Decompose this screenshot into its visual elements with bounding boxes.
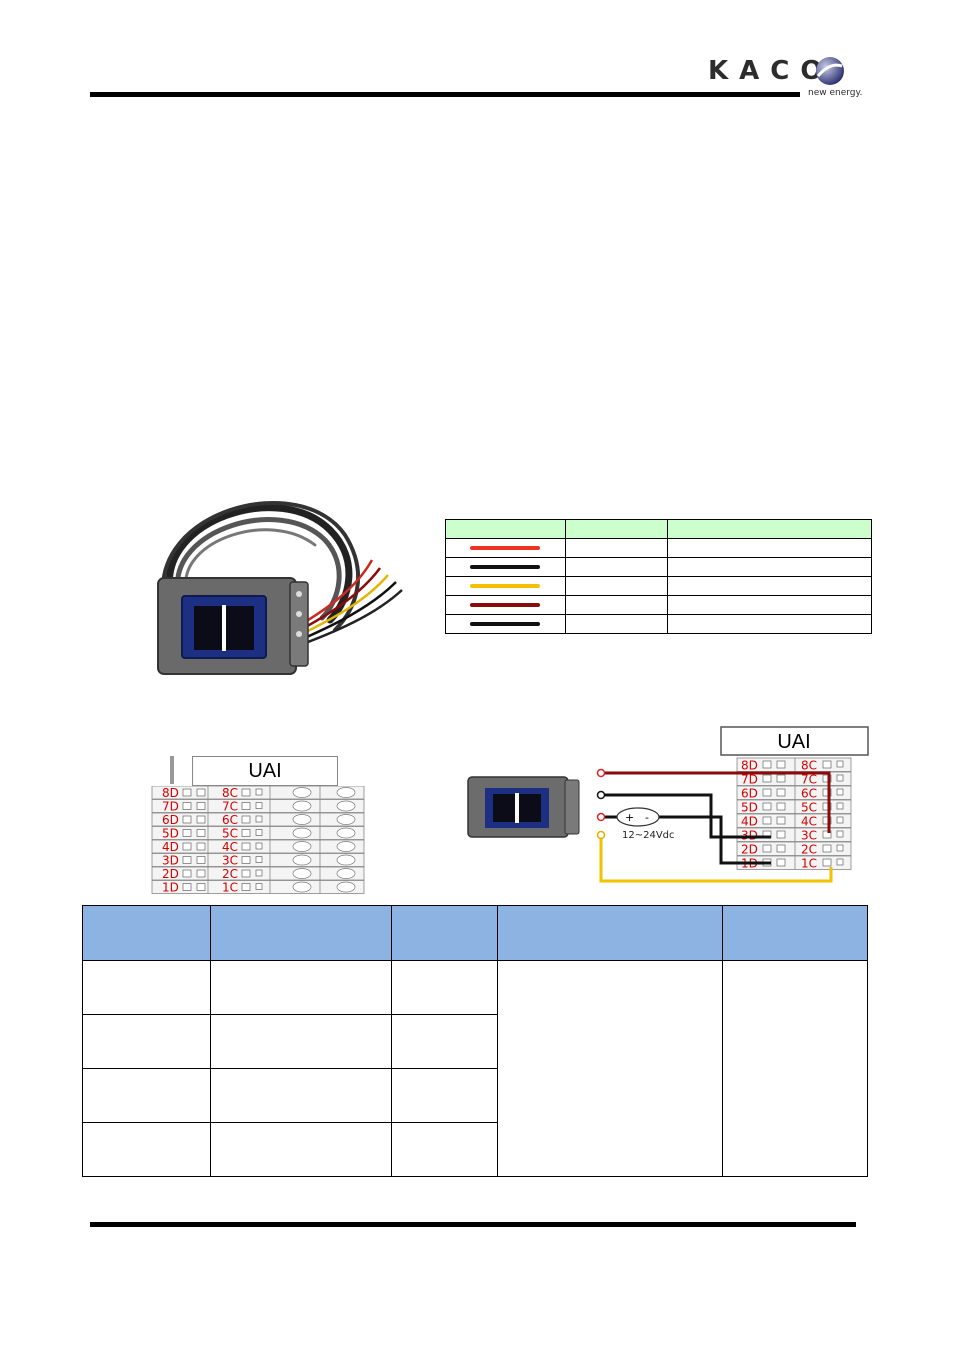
- uai-label-right: UAI: [777, 731, 810, 753]
- terminal-label-c: 5C: [222, 827, 238, 841]
- terminal-dot: [596, 768, 606, 778]
- terminal-dot: [596, 812, 606, 822]
- terminal-label-c: 1C: [801, 857, 817, 871]
- svg-text:-: -: [645, 811, 649, 824]
- terminal-label-c: 5C: [801, 801, 817, 815]
- terminal-label-d: 4D: [741, 815, 758, 829]
- uai-label: UAI: [192, 756, 338, 786]
- footer-rule: [90, 1222, 856, 1227]
- table-row: [82, 960, 868, 1177]
- terminal-label-d: 6D: [162, 813, 179, 827]
- terminal-label-d: 7D: [162, 800, 179, 814]
- wire-row: [445, 595, 872, 615]
- terminal-label-c: 2C: [222, 867, 238, 881]
- terminal-label-c: 1C: [222, 881, 238, 895]
- terminal-label-c: 8C: [222, 786, 238, 800]
- logo-tagline: new energy.: [808, 88, 863, 98]
- terminal-label-c: 6C: [801, 787, 817, 801]
- terminal-label-d: 5D: [162, 827, 179, 841]
- terminal-label-d: 2D: [162, 867, 179, 881]
- brown-wire: [601, 771, 831, 833]
- terminal-dot: [596, 830, 606, 840]
- red-wire-swatch: [470, 546, 540, 550]
- terminal-label-d: 8D: [741, 759, 758, 773]
- brown-wire-swatch: [470, 603, 540, 607]
- terminal-label-c: 7C: [222, 800, 238, 814]
- table-row: [82, 1068, 868, 1123]
- terminal-label-c: 3C: [222, 854, 238, 868]
- terminal-label-c: 7C: [801, 773, 817, 787]
- terminal-label-d: 4D: [162, 840, 179, 854]
- terminal-label-c: 4C: [801, 815, 817, 829]
- supply-return: [659, 815, 771, 865]
- power-supply-icon: [616, 807, 660, 827]
- table-row: [82, 1014, 868, 1069]
- wire-row: [445, 576, 872, 596]
- terminal-label-d: 3D: [162, 854, 179, 868]
- terminal-label-c: 8C: [801, 759, 817, 773]
- logo-wordmark: KACO: [708, 56, 834, 86]
- terminal-label-c: 4C: [222, 840, 238, 854]
- wire-color-table: [445, 519, 872, 634]
- irradiance-sensor-image: [157, 501, 403, 675]
- terminal-label-d: 2D: [741, 843, 758, 857]
- uai-terminal-block-left: UAI 8D 8C 7D 7C 6D 6C 5D 5C 4D 4C 3D 3C 2D 2C 1D 1C: [150, 756, 366, 896]
- yellow-wire-swatch: [470, 584, 540, 588]
- spec-table-header: [82, 905, 868, 961]
- terminal-label-c: 2C: [801, 843, 817, 857]
- wire-table-header: [445, 519, 872, 539]
- svg-text:+: +: [625, 811, 634, 824]
- logo-emblem-icon: [816, 57, 844, 85]
- black-wire-swatch: [470, 622, 540, 626]
- terminal-label-d: 6D: [741, 787, 758, 801]
- terminal-label-c: 3C: [801, 829, 817, 843]
- wire-row: [445, 538, 872, 558]
- terminal-rows: 8D 8C 7D 7C 6D 6C 5D 5C 4D 4C 3D 3C 2D 2C 1D 1C: [151, 786, 365, 895]
- terminal-label-d: 8D: [162, 786, 179, 800]
- header-rule: [90, 92, 800, 97]
- terminal-label-d: 7D: [741, 773, 758, 787]
- terminal-label-c: 6C: [222, 813, 238, 827]
- terminal-label-d: 5D: [741, 801, 758, 815]
- table-row: [82, 1122, 868, 1177]
- spec-table: [82, 905, 868, 1177]
- terminal-dot: [596, 790, 606, 800]
- black-wire-swatch: [470, 565, 540, 569]
- terminal-label-d: 1D: [162, 881, 179, 895]
- supply-voltage-label: 12~24Vdc: [622, 830, 675, 841]
- yellow-wire: [599, 835, 833, 883]
- wire-row: [445, 614, 872, 634]
- wire-row: [445, 557, 872, 577]
